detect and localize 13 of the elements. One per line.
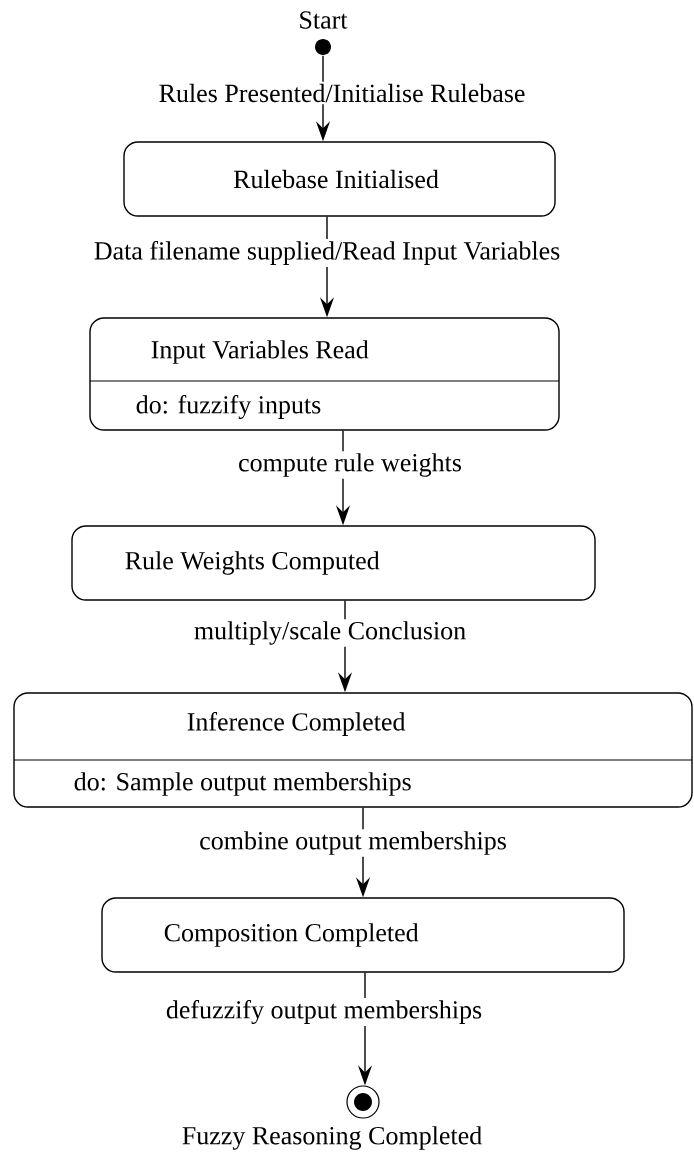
state-box: Rulebase Initialised xyxy=(123,141,556,217)
edge-label: multiply/scale Conclusion xyxy=(191,619,469,647)
edge-label: Rules Presented/Initialise Rulebase xyxy=(156,81,528,105)
end-symbol xyxy=(346,1085,380,1119)
edge-label: combine output memberships xyxy=(197,829,509,857)
state-box: Rule Weights Computed xyxy=(71,525,596,601)
edge-label: defuzzify output memberships xyxy=(163,998,485,1026)
edge-label: compute rule weights xyxy=(236,451,464,479)
state-box: Composition Completed xyxy=(101,897,625,973)
edge-label: Data filename supplied/Read Input Variables xyxy=(91,239,563,267)
start-dot xyxy=(315,39,331,55)
state-caption: Fuzzy Reasoning Completed xyxy=(182,1126,482,1150)
state-caption: Start xyxy=(300,11,348,29)
